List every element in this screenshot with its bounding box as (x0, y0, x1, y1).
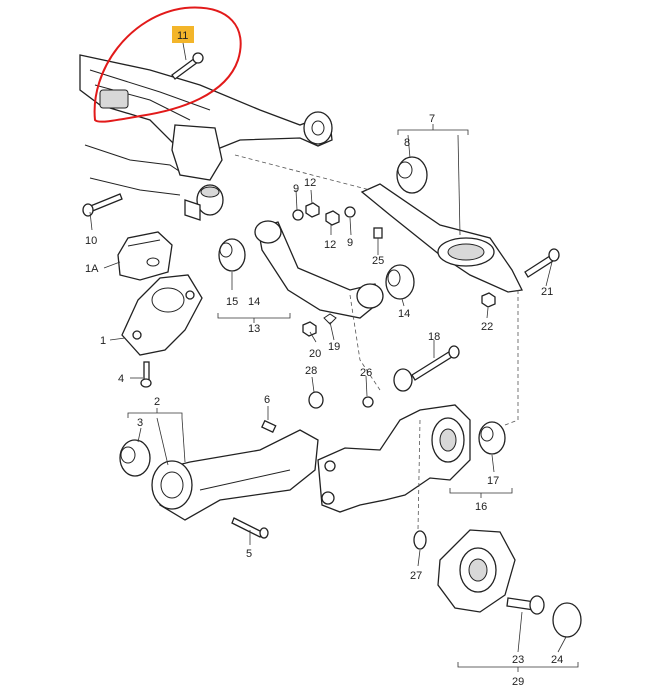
highlight-circle (93, 6, 242, 123)
seal-27 (413, 530, 427, 550)
nut-20 (302, 321, 317, 337)
callout-14-left: 14 (248, 296, 260, 308)
bolt-25 (373, 227, 383, 239)
callout-21: 21 (541, 286, 553, 298)
callout-14-right: 14 (398, 308, 410, 320)
bushing-26 (393, 368, 413, 392)
washer-9-right (344, 206, 356, 218)
callout-1: 1 (100, 335, 106, 347)
trailing-arm-2 (151, 429, 319, 521)
callout-25: 25 (372, 255, 384, 267)
subframe-lower-bushing (184, 184, 224, 221)
callout-6: 6 (264, 394, 270, 406)
callout-9-left: 9 (293, 183, 299, 195)
bolt-21 (524, 248, 560, 278)
bolt-18 (411, 345, 460, 381)
subframe (79, 54, 333, 196)
callout-8: 8 (404, 137, 410, 149)
bushing-15 (218, 238, 246, 272)
callout-19: 19 (328, 341, 340, 353)
callout-22: 22 (481, 321, 493, 333)
subframe-bushing (303, 111, 333, 145)
callout-3: 3 (137, 417, 143, 429)
bolt-4 (140, 361, 152, 388)
callout-17: 17 (487, 475, 499, 487)
callout-11: 11 (177, 30, 188, 42)
spring-seat-1 (121, 274, 203, 356)
callout-18: 18 (428, 331, 440, 343)
bolt-23 (506, 595, 545, 615)
callout-12-top: 12 (304, 177, 316, 189)
callout-27: 27 (410, 570, 422, 582)
cap-24 (552, 602, 582, 638)
callout-26: 26 (360, 367, 372, 379)
bushing-14-right (385, 264, 415, 300)
cover-1a (117, 231, 173, 281)
callout-12-bottom: 12 (324, 239, 336, 251)
washer-26 (362, 396, 374, 408)
callout-16: 16 (475, 501, 487, 513)
bolt-5 (231, 517, 269, 539)
callout-28: 28 (305, 365, 317, 377)
washer-9-left (292, 209, 304, 221)
callout-20: 20 (309, 348, 321, 360)
callout-13: 13 (248, 323, 260, 335)
wheel-hub (437, 529, 516, 613)
bushing-3 (119, 439, 151, 477)
bolt-6 (261, 419, 277, 434)
callout-10: 10 (85, 235, 97, 247)
callout-2: 2 (154, 396, 160, 408)
bolt-11 (171, 52, 204, 80)
callout-7: 7 (429, 113, 435, 125)
bolt-28 (308, 391, 324, 409)
callout-9-right: 9 (347, 237, 353, 249)
nut-12-left (305, 202, 320, 218)
wheel-carrier (317, 404, 471, 513)
callout-4: 4 (118, 373, 124, 385)
nut-12-right (325, 210, 340, 226)
callout-5: 5 (246, 548, 252, 560)
callout-24: 24 (551, 654, 563, 666)
clip-19 (323, 313, 337, 325)
callout-23: 23 (512, 654, 524, 666)
bushing-8 (396, 156, 428, 194)
highlight-box (172, 26, 194, 43)
callout-1a: 1A (85, 263, 99, 275)
callout-29: 29 (512, 676, 524, 688)
nut-22 (481, 292, 496, 308)
bolt-10 (82, 193, 123, 217)
upper-link-13 (254, 220, 384, 319)
bushing-17 (478, 421, 506, 455)
callout-15: 15 (226, 296, 238, 308)
transverse-link-7 (360, 183, 523, 293)
